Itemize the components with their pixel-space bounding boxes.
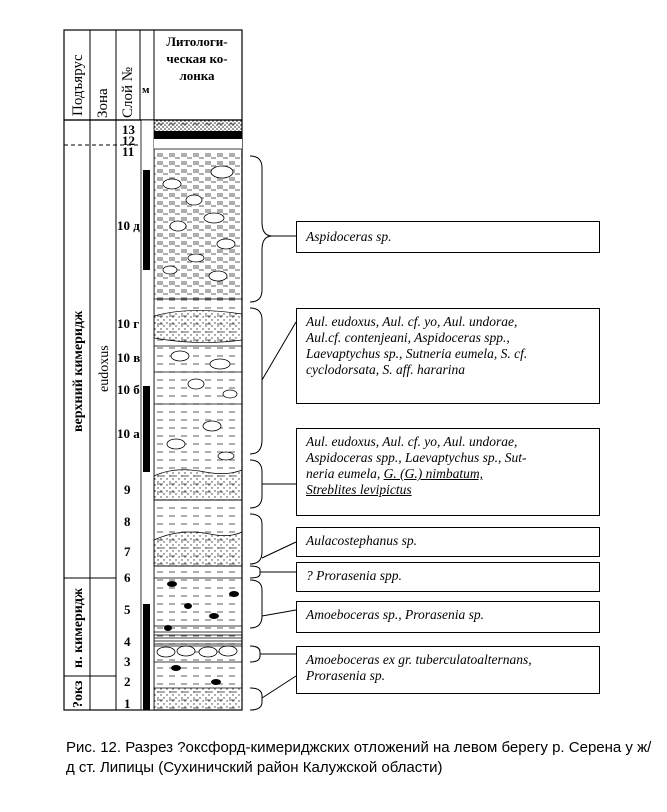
layer-8: 8: [124, 514, 131, 529]
layer-10b: 10 б: [117, 382, 140, 397]
header-litho-2: ческая ко-: [166, 51, 227, 66]
figure-caption: Рис. 12. Разрез ?оксфорд-кимериджских от…: [66, 738, 656, 778]
layer-5: 5: [124, 602, 131, 617]
fossil-box-amoeboceras: Amoeboceras sp., Prorasenia sp.: [296, 601, 600, 633]
layer-10d: 10 д: [117, 218, 140, 233]
fossil-box-aulacostephanus: Aulacostephanus sp.: [296, 527, 600, 557]
layer-1: 1: [124, 696, 131, 711]
fossil-box-prorasenia: ? Prorasenia spp.: [296, 562, 600, 592]
lithology-column: [154, 120, 242, 710]
fossil-box-aspidoceras: Aspidoceras sp.: [296, 221, 600, 253]
fossil-box-amoeboceras-tuberculato: Amoeboceras ex gr. tuberculatoalternans,…: [296, 646, 600, 694]
layer-6: 6: [124, 570, 131, 585]
header-litho-1: Литологи-: [166, 34, 227, 49]
substage-lower-kimmeridgian: н. кимеридж: [71, 587, 86, 668]
header-substage: Подъярус: [70, 54, 86, 116]
layer-3: 3: [124, 654, 131, 669]
substage-oxfordian: ?окз: [71, 680, 86, 708]
layer-2: 2: [124, 674, 131, 689]
zone-eudoxus: eudoxus: [97, 345, 112, 392]
layer-4: 4: [124, 634, 131, 649]
braces: [250, 156, 296, 710]
layer-7: 7: [124, 544, 131, 559]
layer-11: 11: [122, 144, 134, 159]
fossil-box-eudoxus-lower: Aul. eudoxus, Aul. cf. yo, Aul. undorae,…: [296, 428, 600, 516]
header-zone: Зона: [95, 88, 111, 118]
header-litho-3: лонка: [179, 68, 215, 83]
header-layer: Слой №: [120, 67, 136, 118]
layer-10a: 10 а: [117, 426, 140, 441]
substage-upper-kimmeridgian: верхний кимеридж: [71, 310, 86, 432]
header-meters: м: [142, 84, 150, 96]
fossil-box-eudoxus-upper: Aul. eudoxus, Aul. cf. yo, Aul. undorae,…: [296, 308, 600, 404]
layer-10g: 10 г: [117, 316, 139, 331]
layer-9: 9: [124, 482, 131, 497]
layer-10v: 10 в: [117, 350, 140, 365]
